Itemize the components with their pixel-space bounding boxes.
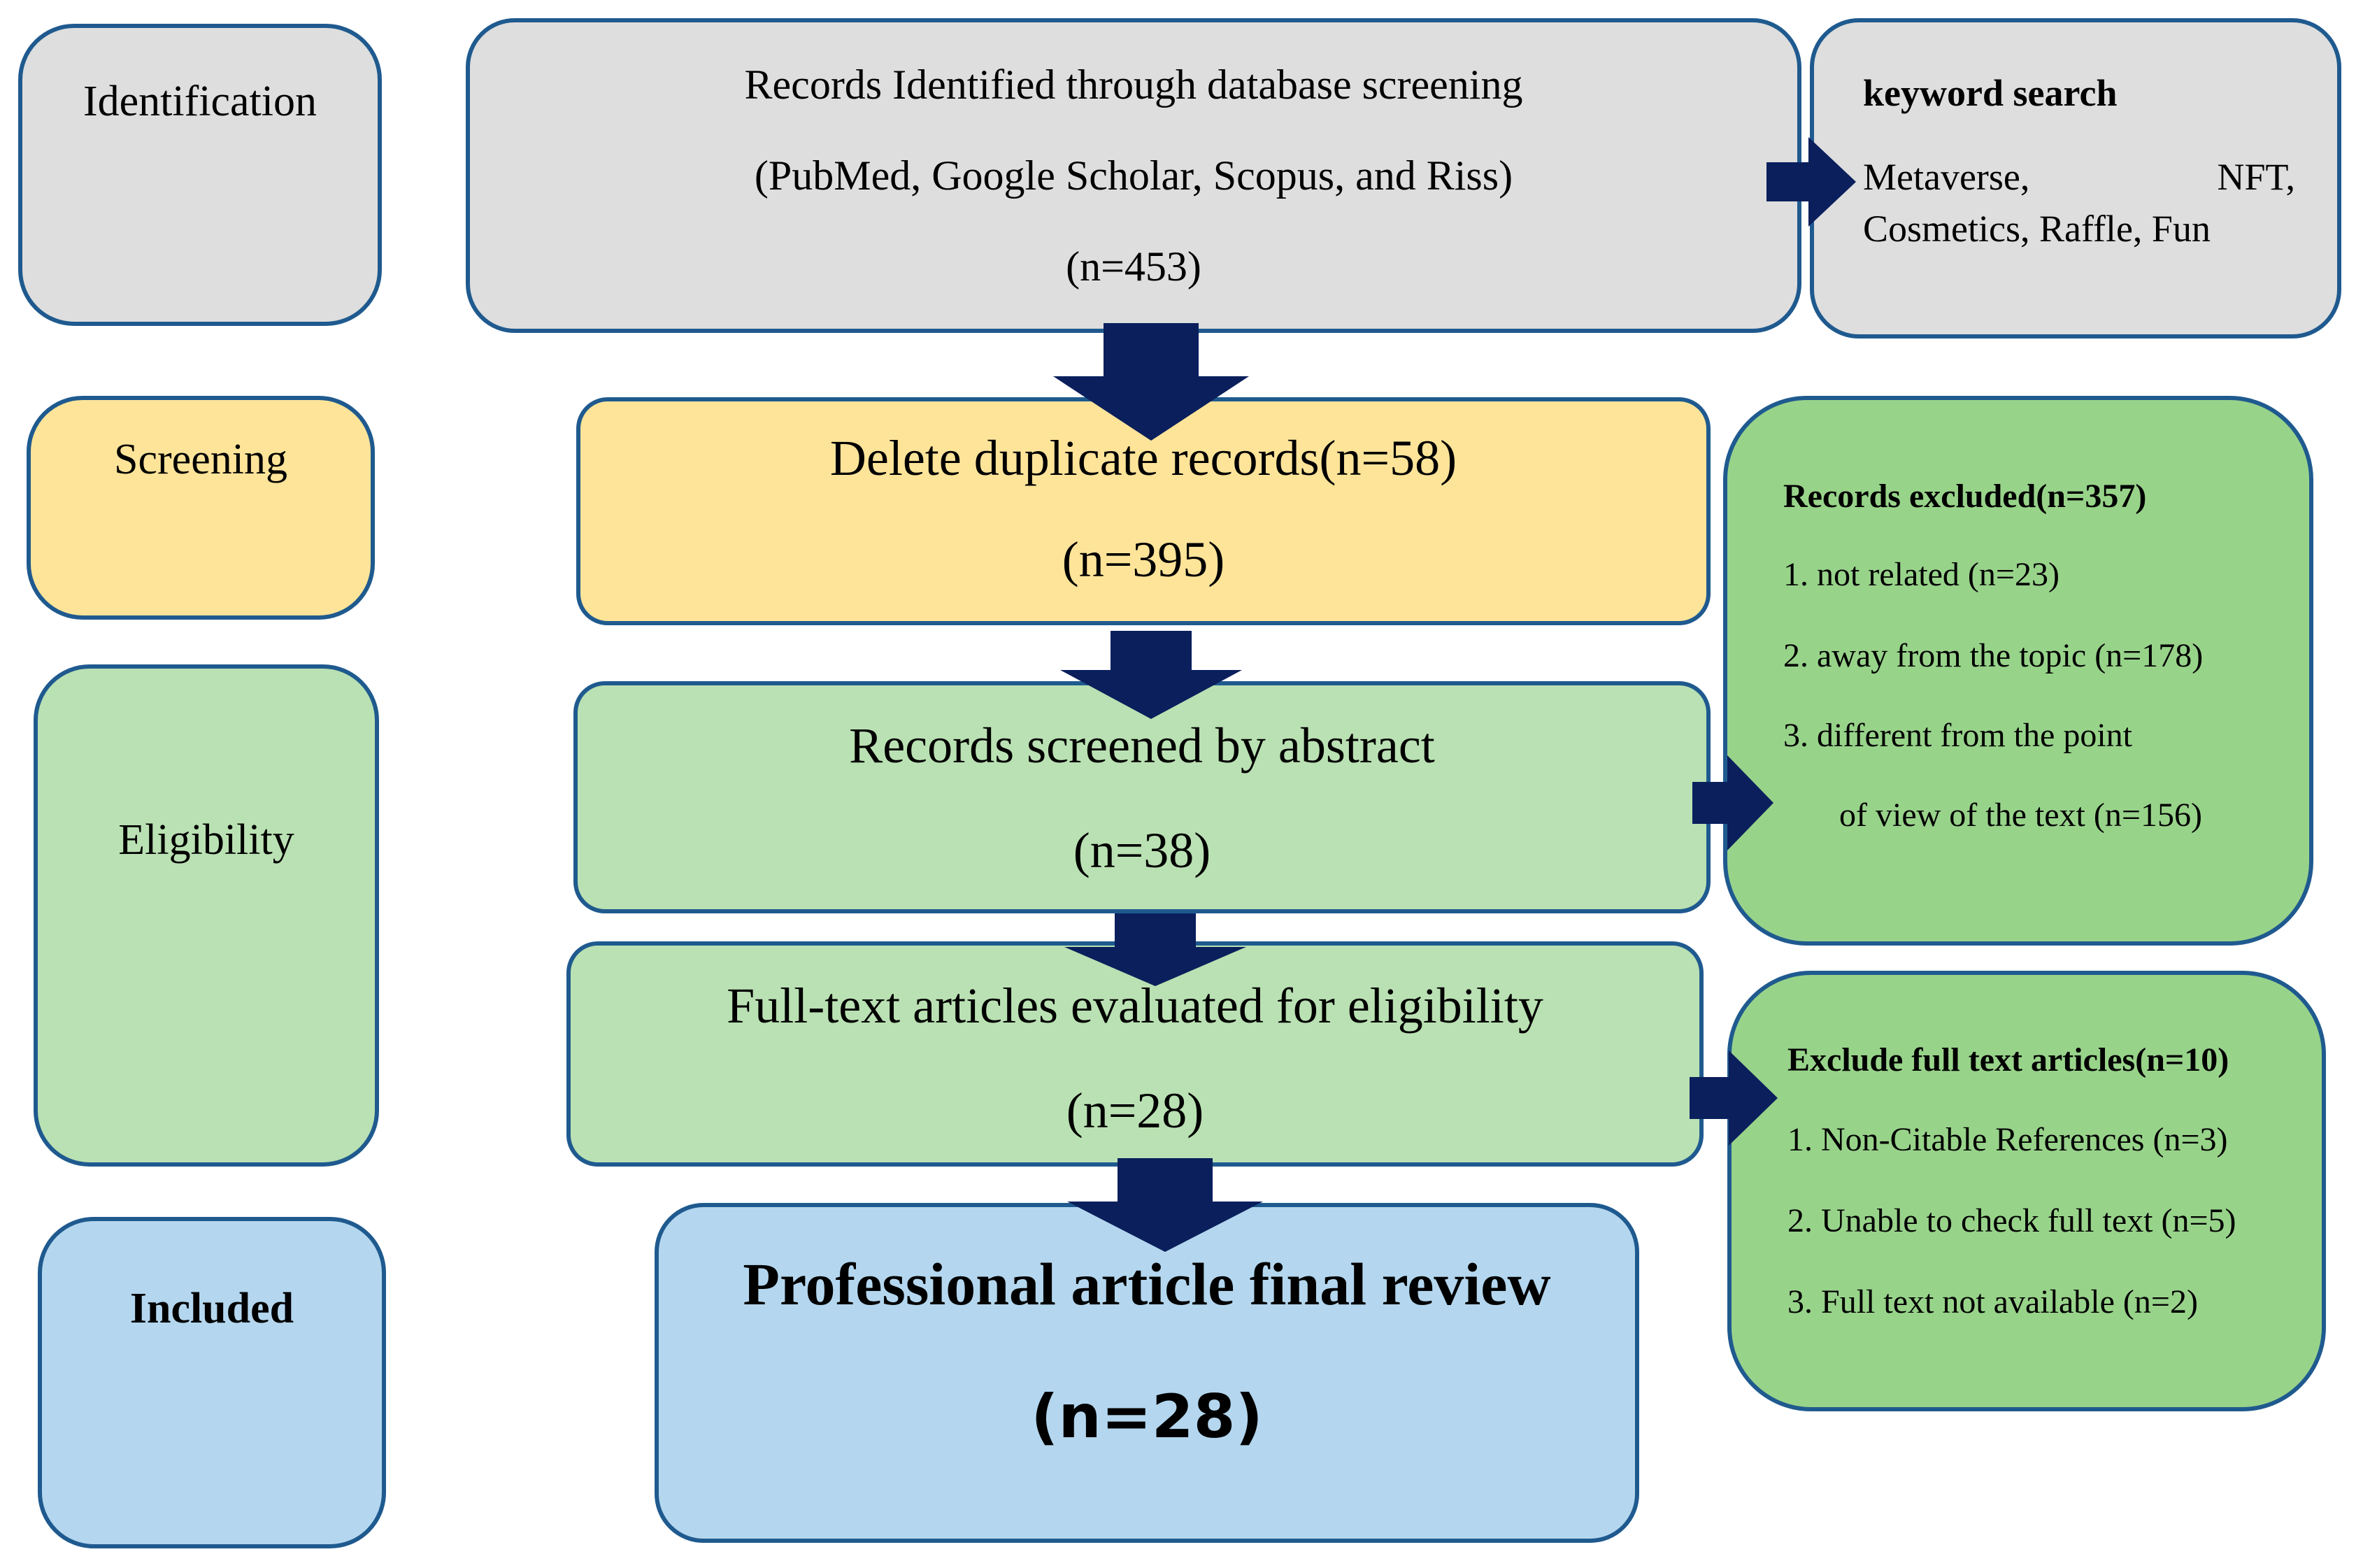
excluded-item-4: of view of the text (n=156) [1839, 797, 2202, 834]
down-arrow-icon [1060, 631, 1242, 719]
exclude-fulltext-item-3: 3. Full text not available (n=2) [1787, 1283, 2198, 1320]
stage-identification-label: Identification [83, 78, 317, 125]
identification-count: (n=453) [1066, 243, 1201, 290]
duplicates-count: (n=395) [1062, 532, 1225, 587]
right-arrow-icon [1692, 755, 1773, 850]
keyword-nft: NFT, [2217, 156, 2295, 198]
duplicates-line1: Delete duplicate records(n=58) [829, 430, 1457, 486]
excluded-item-2: 2. away from the topic (n=178) [1783, 637, 2204, 674]
stage-screening-label: Screening [114, 436, 287, 483]
excluded-item-3: 3. different from the point [1783, 717, 2132, 754]
down-arrow-icon [1064, 913, 1246, 986]
keyword-metaverse: Metaverse, [1863, 156, 2030, 198]
exclude-fulltext-box: Exclude full text articles(n=10) 1. Non-… [1727, 971, 2326, 1411]
right-arrow-icon [1690, 1050, 1778, 1146]
identification-box: Records Identified through database scre… [466, 18, 1801, 333]
excluded-item-1: 1. not related (n=23) [1783, 556, 2059, 593]
records-excluded-box: Records excluded(n=357) 1. not related (… [1723, 396, 2313, 946]
keyword-search-box: keyword search Metaverse, NFT, Cosmetics… [1810, 18, 2341, 338]
keyword-search-title: keyword search [1863, 72, 2118, 114]
abstract-line1: Records screened by abstract [849, 718, 1435, 774]
exclude-fulltext-title: Exclude full text articles(n=10) [1787, 1041, 2229, 1078]
exclude-fulltext-item-2: 2. Unable to check full text (n=5) [1787, 1202, 2236, 1239]
final-review-line1: Professional article final review [743, 1250, 1551, 1318]
right-arrow-icon [1766, 137, 1856, 227]
abstract-count: (n=38) [1073, 822, 1211, 878]
stage-included: Included [38, 1217, 386, 1548]
stage-screening: Screening [27, 396, 375, 620]
stage-eligibility: Eligibility [34, 664, 379, 1167]
down-arrow-icon [1053, 323, 1249, 441]
exclude-fulltext-item-1: 1. Non-Citable References (n=3) [1787, 1121, 2228, 1158]
identification-line2: (PubMed, Google Scholar, Scopus, and Ris… [754, 152, 1513, 199]
stage-eligibility-label: Eligibility [118, 816, 294, 864]
stage-included-label: Included [129, 1285, 294, 1332]
down-arrow-icon [1067, 1158, 1263, 1252]
keyword-line2: Cosmetics, Raffle, Fun [1863, 208, 2211, 250]
fulltext-line1: Full-text articles evaluated for eligibi… [727, 978, 1543, 1034]
final-review-count: (n=28) [1031, 1382, 1263, 1452]
records-excluded-title: Records excluded(n=357) [1783, 478, 2147, 515]
final-review-box: Professional article final review (n=28) [655, 1203, 1639, 1543]
fulltext-count: (n=28) [1066, 1083, 1204, 1139]
stage-identification: Identification [18, 24, 382, 326]
identification-line1: Records Identified through database scre… [744, 62, 1523, 108]
